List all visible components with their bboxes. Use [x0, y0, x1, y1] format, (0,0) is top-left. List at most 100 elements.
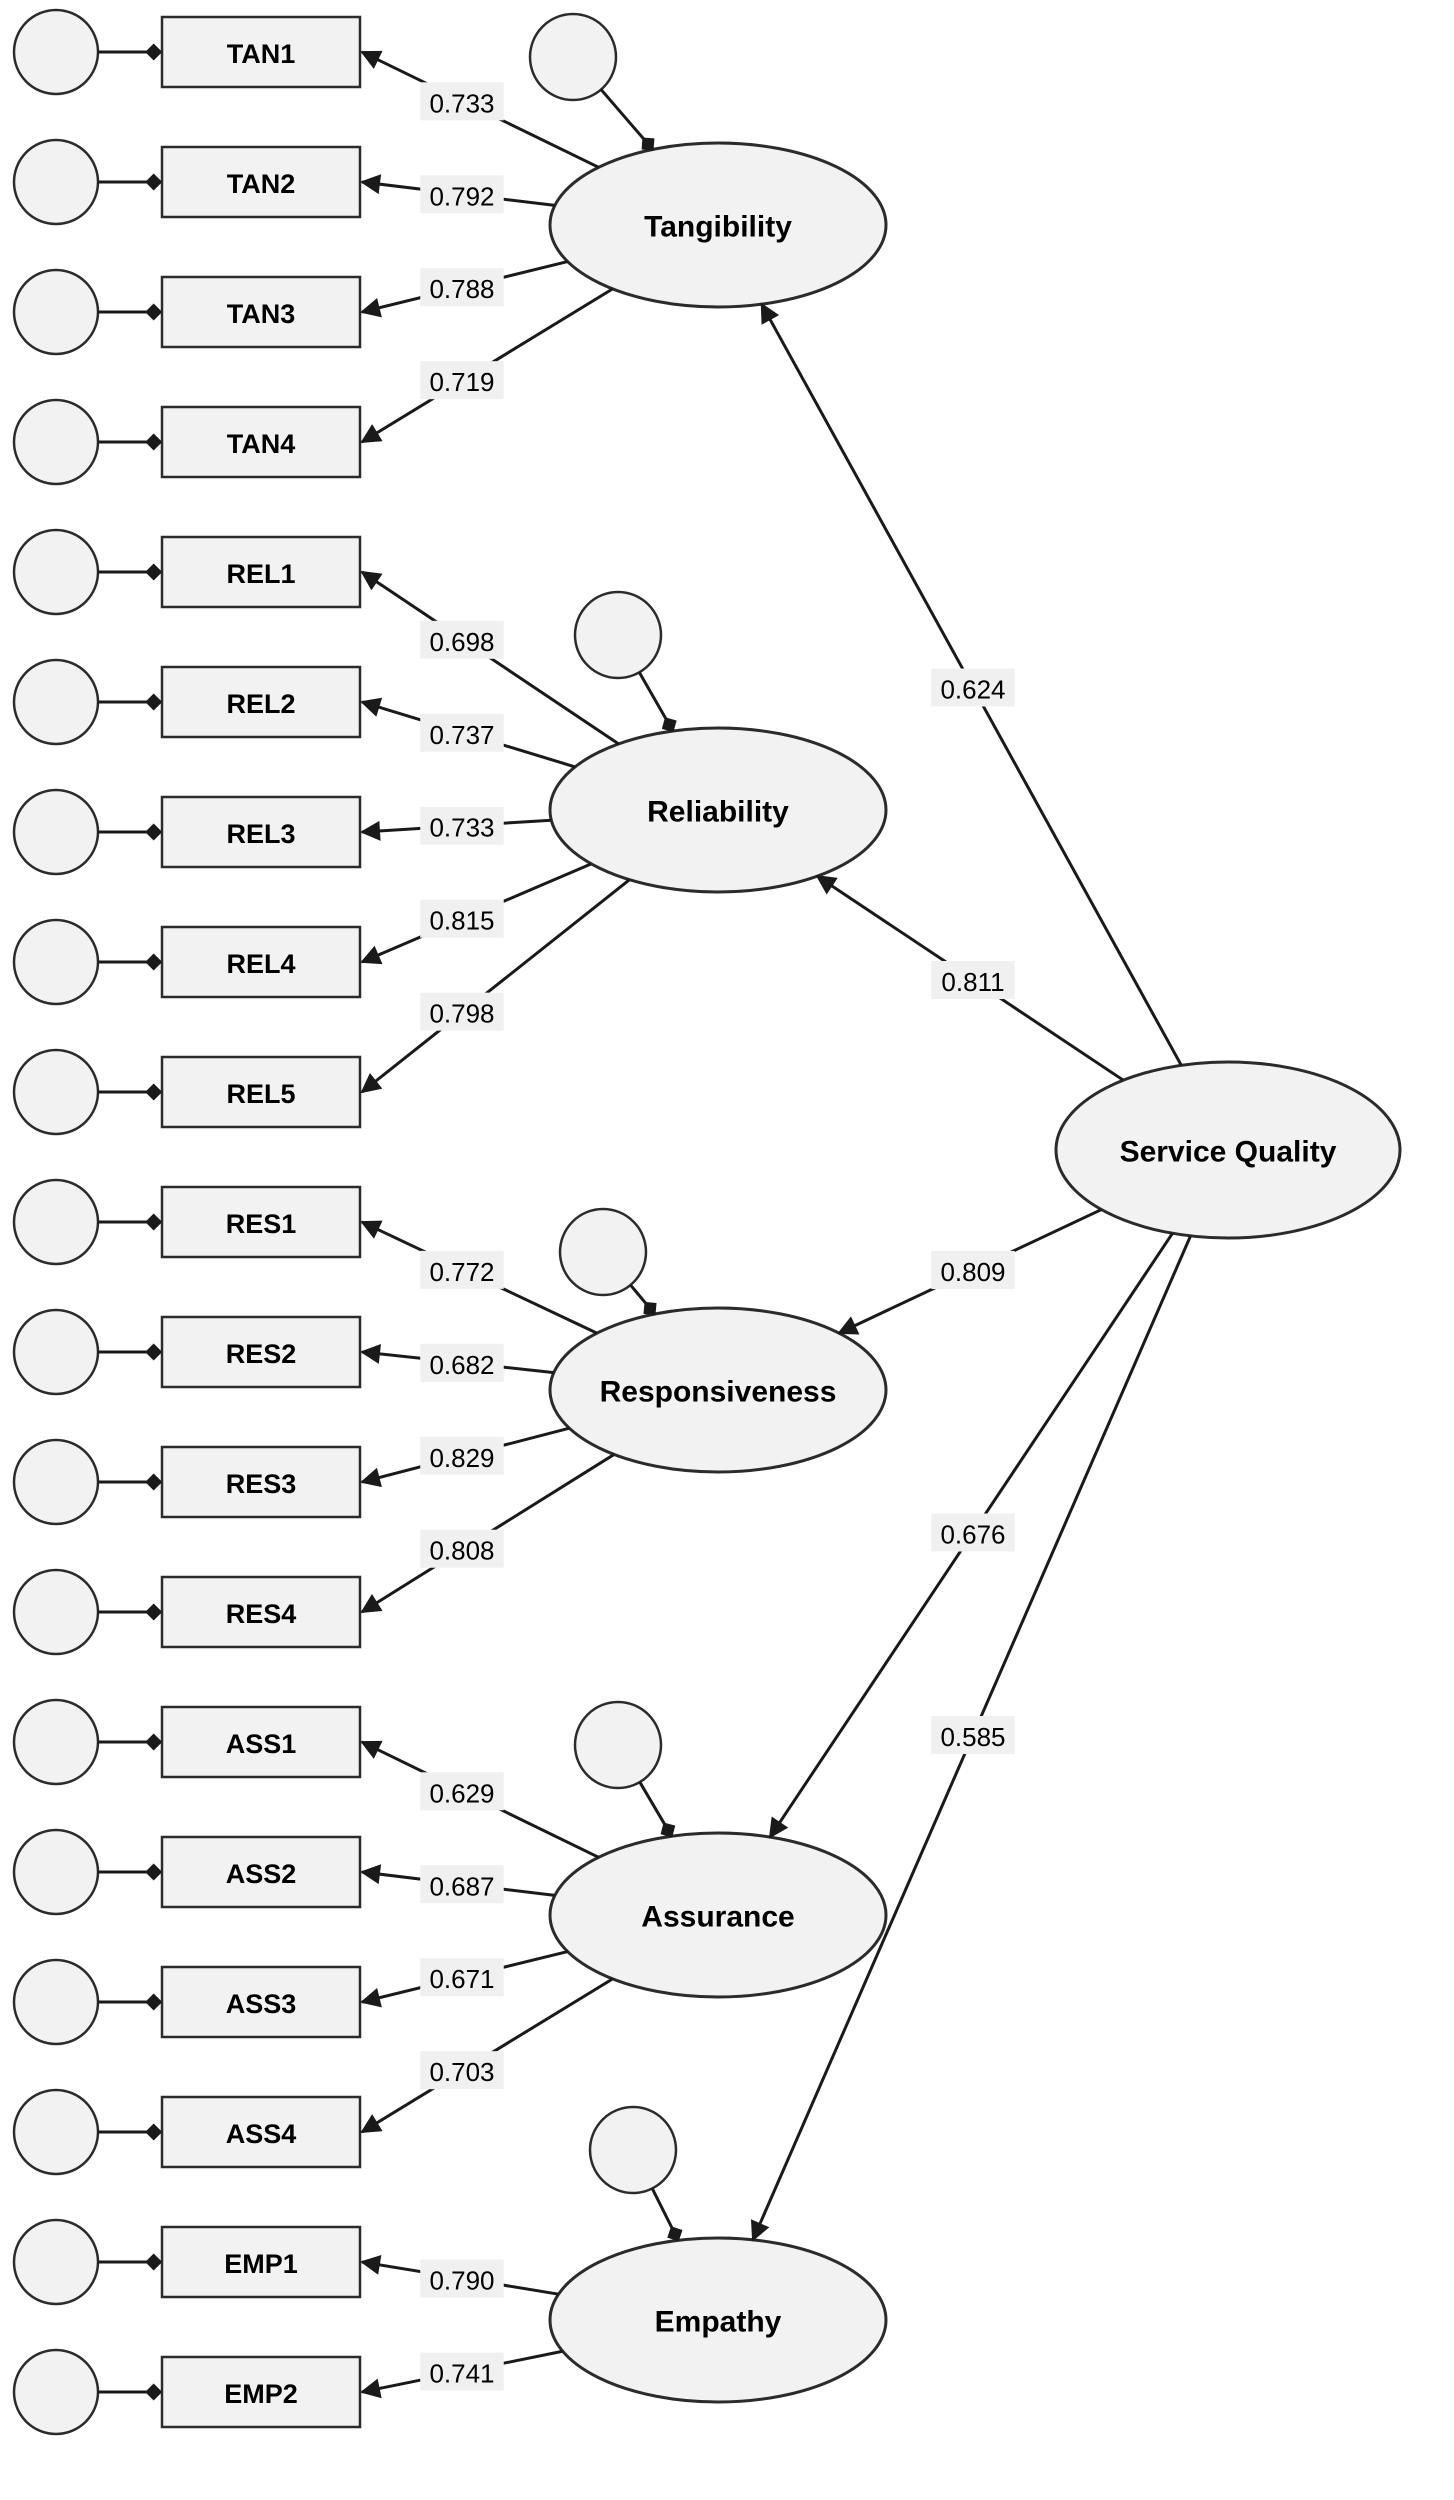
disturbance-connector-tangibility	[599, 88, 655, 151]
indicator-label-res4: RES4	[226, 1599, 297, 1629]
sq-loading-tangibility: 0.624	[940, 675, 1005, 705]
loading-value-rel3-bg	[420, 806, 504, 845]
loading-value-ass3-bg	[420, 1958, 504, 1997]
error-circle-ass3	[12, 1958, 100, 2046]
disturbance-circle-empathy	[588, 2105, 678, 2195]
error-circle-ass4	[12, 2088, 100, 2176]
sq-loading-empathy-bg	[931, 1716, 1015, 1754]
factor-ellipse-reliability	[548, 726, 888, 894]
loading-value-rel5-bg	[420, 992, 504, 1031]
error-circle-res3	[12, 1438, 100, 1526]
loading-value-tan2-bg	[420, 175, 504, 214]
error-circle-rel2	[12, 658, 100, 746]
loading-value-ass2-bg	[420, 1865, 504, 1904]
loading-value-emp2: 0.741	[429, 2358, 494, 2388]
indicator-label-ass4: ASS4	[226, 2119, 297, 2149]
factor-label-reliability: Reliability	[647, 796, 789, 829]
factor-label-tangibility: Tangibility	[644, 211, 792, 244]
indicator-box-ass4	[160, 2095, 362, 2169]
disturbance-connector-reliability	[638, 671, 677, 733]
indicator-label-tan4: TAN4	[227, 429, 296, 459]
loading-value-tan2: 0.792	[429, 181, 494, 211]
indicator-label-res3: RES3	[226, 1469, 297, 1499]
error-circle-tan4	[12, 398, 100, 486]
labels-layer: 0.7330.7920.7880.7190.6980.7370.7330.815…	[420, 82, 1015, 2391]
error-circle-tan1	[12, 8, 100, 96]
sq-loading-reliability: 0.811	[941, 967, 1004, 997]
disturbance-circle-responsiveness	[558, 1207, 648, 1297]
error-circle-rel5	[12, 1048, 100, 1136]
sq-loading-responsiveness: 0.809	[940, 1257, 1005, 1287]
indicator-box-tan3	[160, 275, 362, 349]
loading-value-res2: 0.682	[429, 1350, 494, 1380]
loading-value-emp1: 0.790	[429, 2266, 494, 2296]
loading-value-tan3-bg	[420, 268, 504, 307]
factor-label-empathy: Empathy	[655, 2306, 782, 2339]
indicator-label-ass3: ASS3	[226, 1989, 297, 2019]
loading-value-emp2-bg	[420, 2352, 504, 2391]
loading-value-tan4-bg	[420, 361, 504, 400]
sq-loading-assurance-bg	[931, 1513, 1015, 1552]
loading-value-ass1-bg	[420, 1772, 504, 1811]
error-circle-res4	[12, 1568, 100, 1656]
indicator-box-tan1	[160, 15, 362, 89]
error-circle-rel3	[12, 788, 100, 876]
error-circle-emp1	[12, 2218, 100, 2306]
disturbance-circle-reliability	[573, 590, 663, 680]
indicator-label-emp2: EMP2	[224, 2379, 298, 2409]
loading-value-ass4-bg	[420, 2051, 504, 2090]
loading-value-rel2-bg	[420, 713, 504, 752]
factor-ellipse-empathy	[548, 2236, 888, 2404]
indicator-label-rel3: REL3	[226, 819, 295, 849]
indicator-box-tan4	[160, 405, 362, 479]
loading-value-rel4: 0.815	[429, 906, 494, 936]
indicator-label-tan3: TAN3	[227, 299, 296, 329]
indicator-label-tan2: TAN2	[227, 169, 296, 199]
indicator-box-tan2	[160, 145, 362, 219]
loading-value-res3-bg	[420, 1436, 504, 1475]
loading-value-tan3: 0.788	[429, 274, 494, 304]
indicator-label-rel2: REL2	[226, 689, 295, 719]
sq-loading-empathy: 0.585	[940, 1722, 1005, 1752]
sq-loading-reliability-bg	[931, 961, 1015, 999]
factor-label-assurance: Assurance	[641, 1901, 794, 1934]
error-circle-tan3	[12, 268, 100, 356]
indicator-label-ass1: ASS1	[226, 1729, 297, 1759]
loading-value-res3: 0.829	[429, 1443, 494, 1473]
indicator-box-res3	[160, 1445, 362, 1519]
indicator-label-rel5: REL5	[226, 1079, 295, 1109]
nodes-layer: TangibilityTAN1TAN2TAN3TAN4ReliabilityRE…	[12, 8, 1402, 2436]
loading-value-res2-bg	[420, 1343, 504, 1382]
indicator-label-ass2: ASS2	[226, 1859, 297, 1889]
indicator-label-rel4: REL4	[226, 949, 295, 979]
indicator-box-rel1	[160, 535, 362, 609]
indicator-box-rel3	[160, 795, 362, 869]
loading-value-tan4: 0.719	[429, 367, 494, 397]
loading-value-rel3: 0.733	[429, 813, 494, 843]
loading-value-rel4-bg	[420, 899, 504, 938]
loading-value-ass4: 0.703	[429, 2057, 494, 2087]
factor-ellipse-assurance	[548, 1831, 888, 1999]
factor-ellipse-responsiveness	[548, 1306, 888, 1474]
disturbance-circle-tangibility	[528, 12, 618, 102]
loading-value-emp1-bg	[420, 2259, 504, 2298]
indicator-label-emp1: EMP1	[224, 2249, 298, 2279]
indicator-box-res2	[160, 1315, 362, 1389]
loading-path-rel5	[360, 878, 631, 1094]
error-circle-res1	[12, 1178, 100, 1266]
loading-value-rel2: 0.737	[429, 720, 494, 750]
disturbance-connector-empathy	[650, 2187, 683, 2242]
loading-value-tan1: 0.733	[429, 88, 494, 118]
indicator-box-rel2	[160, 665, 362, 739]
indicator-box-ass1	[160, 1705, 362, 1779]
indicator-box-rel4	[160, 925, 362, 999]
indicator-label-tan1: TAN1	[227, 39, 296, 69]
error-circle-emp2	[12, 2348, 100, 2436]
indicator-label-rel1: REL1	[226, 559, 295, 589]
disturbance-connector-responsiveness	[629, 1284, 657, 1316]
sq-loading-assurance: 0.676	[940, 1520, 1005, 1550]
factor-label-responsiveness: Responsiveness	[600, 1376, 837, 1409]
indicator-label-res1: RES1	[226, 1209, 297, 1239]
